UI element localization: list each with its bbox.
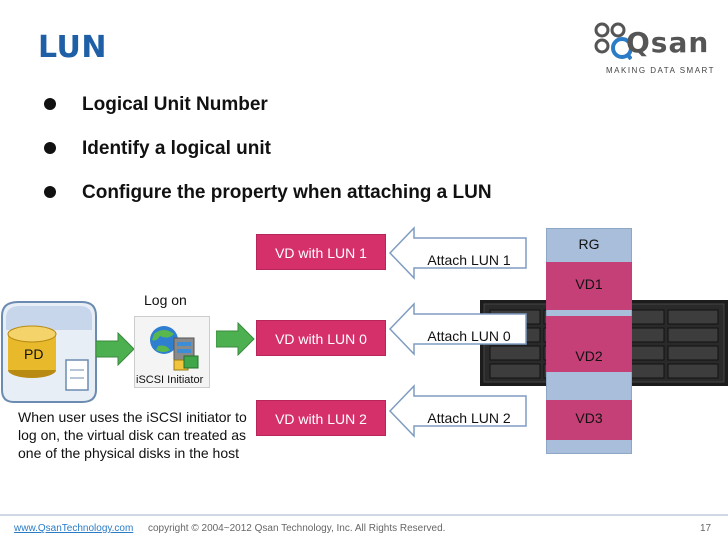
pd-cylinder-icon — [7, 325, 57, 378]
attach-lun2-arrow-icon — [388, 384, 527, 438]
attach-lun2-label: Attach LUN 2 — [427, 410, 511, 426]
footer-copyright: copyright © 2004~2012 Qsan Technology, I… — [148, 523, 446, 534]
green-arrow-icon — [216, 322, 255, 356]
logo-tagline: MAKING DATA SMART — [606, 66, 716, 75]
logon-label: Log on — [144, 292, 187, 308]
bullet-dot-icon — [44, 98, 56, 110]
vd-lun0-box: VD with LUN 0 — [256, 320, 386, 356]
vd3-segment — [546, 400, 632, 440]
vd-lun1-box: VD with LUN 1 — [256, 234, 386, 270]
qsan-logo: Qsan MAKING DATA SMART — [592, 16, 718, 78]
iscsi-initiator-icon — [134, 316, 210, 388]
bullet-dot-icon — [44, 142, 56, 154]
bullet-dot-icon — [44, 186, 56, 198]
slide-title: LUN — [38, 30, 108, 65]
page-number: 17 — [700, 523, 712, 534]
vd2-segment — [546, 316, 632, 372]
logo-wordmark: Qsan — [626, 26, 710, 59]
rg-label: RG — [578, 236, 600, 252]
footer-link[interactable]: www.QsanTechnology.com — [14, 523, 134, 534]
vd3-label: VD3 — [575, 410, 603, 426]
vd2-label: VD2 — [575, 348, 603, 364]
vd-lun2-box: VD with LUN 2 — [256, 400, 386, 436]
attach-lun0-arrow-icon — [388, 302, 527, 356]
iscsi-initiator-label: iSCSI Initiator — [136, 374, 204, 386]
logon-note: When user uses the iSCSI initiator to lo… — [18, 409, 247, 461]
attach-lun1-arrow-icon — [388, 226, 527, 280]
attach-lun0-label: Attach LUN 0 — [427, 328, 511, 344]
footer — [0, 514, 728, 546]
green-arrow-icon — [96, 332, 135, 366]
attach-lun1-label: Attach LUN 1 — [427, 252, 511, 268]
logo-mark-icon — [594, 22, 632, 60]
footer-divider — [0, 514, 728, 516]
pd-label: PD — [24, 346, 44, 362]
vd1-segment — [546, 262, 632, 310]
vd1-label: VD1 — [575, 276, 603, 292]
